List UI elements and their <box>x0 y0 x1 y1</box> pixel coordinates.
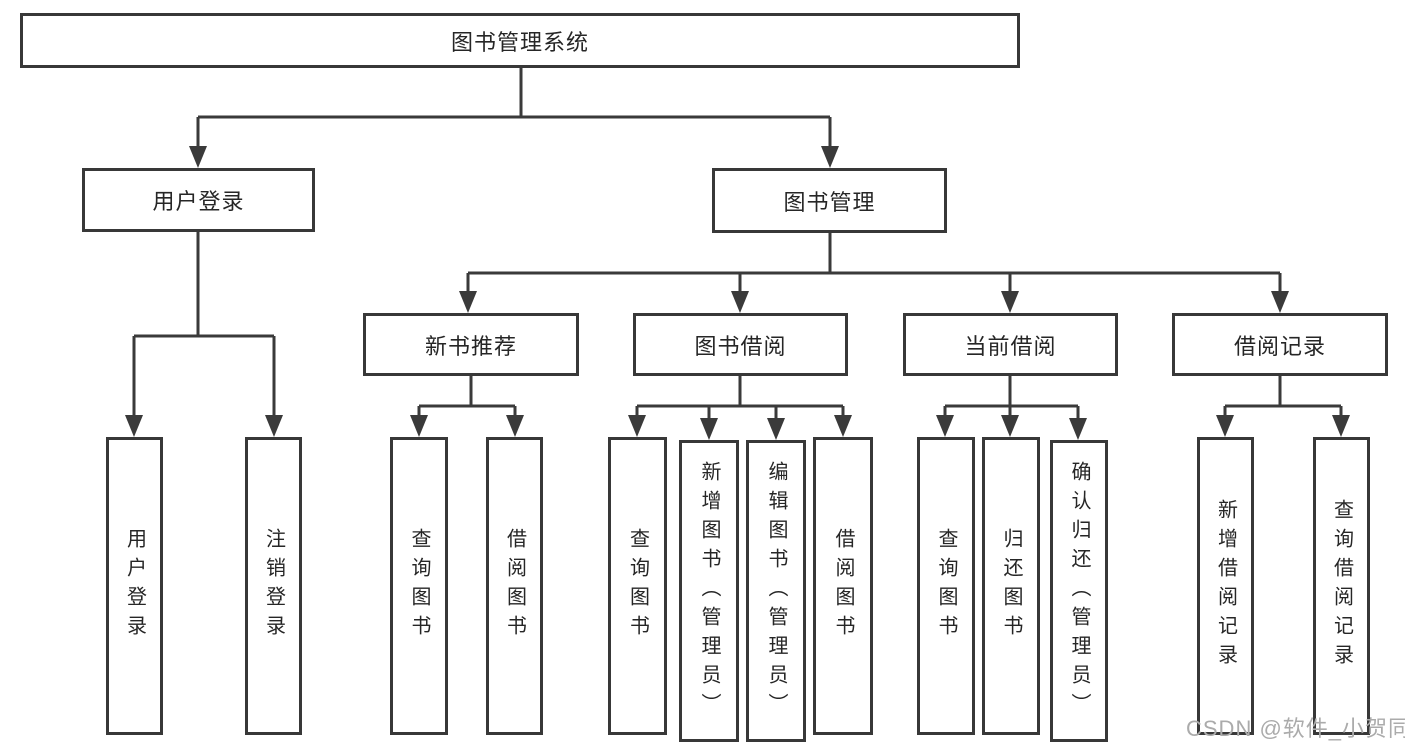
leaf-current-confirm-return-admin-label: 确认归还（管理员） <box>1068 460 1090 722</box>
node-book-borrow-label: 图书借阅 <box>694 333 787 359</box>
connector-user-login-branch <box>125 232 283 437</box>
node-new-book-recommend: 新书推荐 <box>363 313 579 376</box>
leaf-logout: 注销登录 <box>245 437 302 735</box>
leaf-borrow-borrow-books-label: 借阅图书 <box>832 528 854 644</box>
leaf-records-add-record: 新增借阅记录 <box>1197 437 1254 735</box>
leaf-borrow-query-books: 查询图书 <box>608 437 667 735</box>
leaf-newrec-query-books-label: 查询图书 <box>408 528 430 644</box>
node-root: 图书管理系统 <box>20 13 1020 68</box>
leaf-borrow-query-books-label: 查询图书 <box>626 528 649 644</box>
node-borrow-records: 借阅记录 <box>1172 313 1388 376</box>
leaf-newrec-borrow-books-label: 借阅图书 <box>503 528 526 644</box>
watermark: CSDN @软件_小贺同学 <box>1186 716 1405 741</box>
leaf-current-confirm-return-admin: 确认归还（管理员） <box>1050 440 1108 742</box>
leaf-current-query-books: 查询图书 <box>917 437 975 735</box>
leaf-newrec-query-books: 查询图书 <box>390 437 448 735</box>
leaf-user-login-label: 用户登录 <box>123 528 146 644</box>
connector-book-management-branch <box>459 233 1289 313</box>
leaf-newrec-borrow-books: 借阅图书 <box>486 437 543 735</box>
leaf-borrow-edit-books-admin: 编辑图书（管理员） <box>746 440 806 742</box>
node-book-management-label: 图书管理 <box>783 189 876 215</box>
leaf-logout-label: 注销登录 <box>262 528 285 644</box>
node-user-login-label: 用户登录 <box>152 189 245 214</box>
node-new-book-recommend-label: 新书推荐 <box>424 333 517 359</box>
leaf-borrow-add-books-admin-label: 新增图书（管理员） <box>698 460 720 722</box>
leaf-current-return-books: 归还图书 <box>982 437 1040 735</box>
connector-borrow-records-branch <box>1216 376 1350 437</box>
leaf-records-query-record-label: 查询借阅记录 <box>1330 499 1353 673</box>
leaf-current-return-books-label: 归还图书 <box>1000 528 1022 644</box>
leaf-borrow-borrow-books: 借阅图书 <box>813 437 873 735</box>
node-user-login: 用户登录 <box>82 168 315 232</box>
leaf-records-add-record-label: 新增借阅记录 <box>1214 499 1237 673</box>
leaf-borrow-edit-books-admin-label: 编辑图书（管理员） <box>765 460 787 722</box>
node-current-borrow: 当前借阅 <box>903 313 1118 376</box>
connector-current-borrow-branch <box>936 376 1087 440</box>
node-borrow-records-label: 借阅记录 <box>1233 333 1326 359</box>
leaf-records-query-record: 查询借阅记录 <box>1313 437 1370 735</box>
connector-new-book-branch <box>410 376 524 437</box>
leaf-user-login: 用户登录 <box>106 437 163 735</box>
connector-root-to-level2 <box>189 67 839 168</box>
leaf-borrow-add-books-admin: 新增图书（管理员） <box>679 440 739 742</box>
node-book-borrow: 图书借阅 <box>633 313 848 376</box>
node-book-management: 图书管理 <box>712 168 947 233</box>
leaf-current-query-books-label: 查询图书 <box>935 528 957 644</box>
node-root-label: 图书管理系统 <box>450 29 589 55</box>
connector-book-borrow-branch <box>628 376 852 440</box>
node-current-borrow-label: 当前借阅 <box>964 333 1057 359</box>
